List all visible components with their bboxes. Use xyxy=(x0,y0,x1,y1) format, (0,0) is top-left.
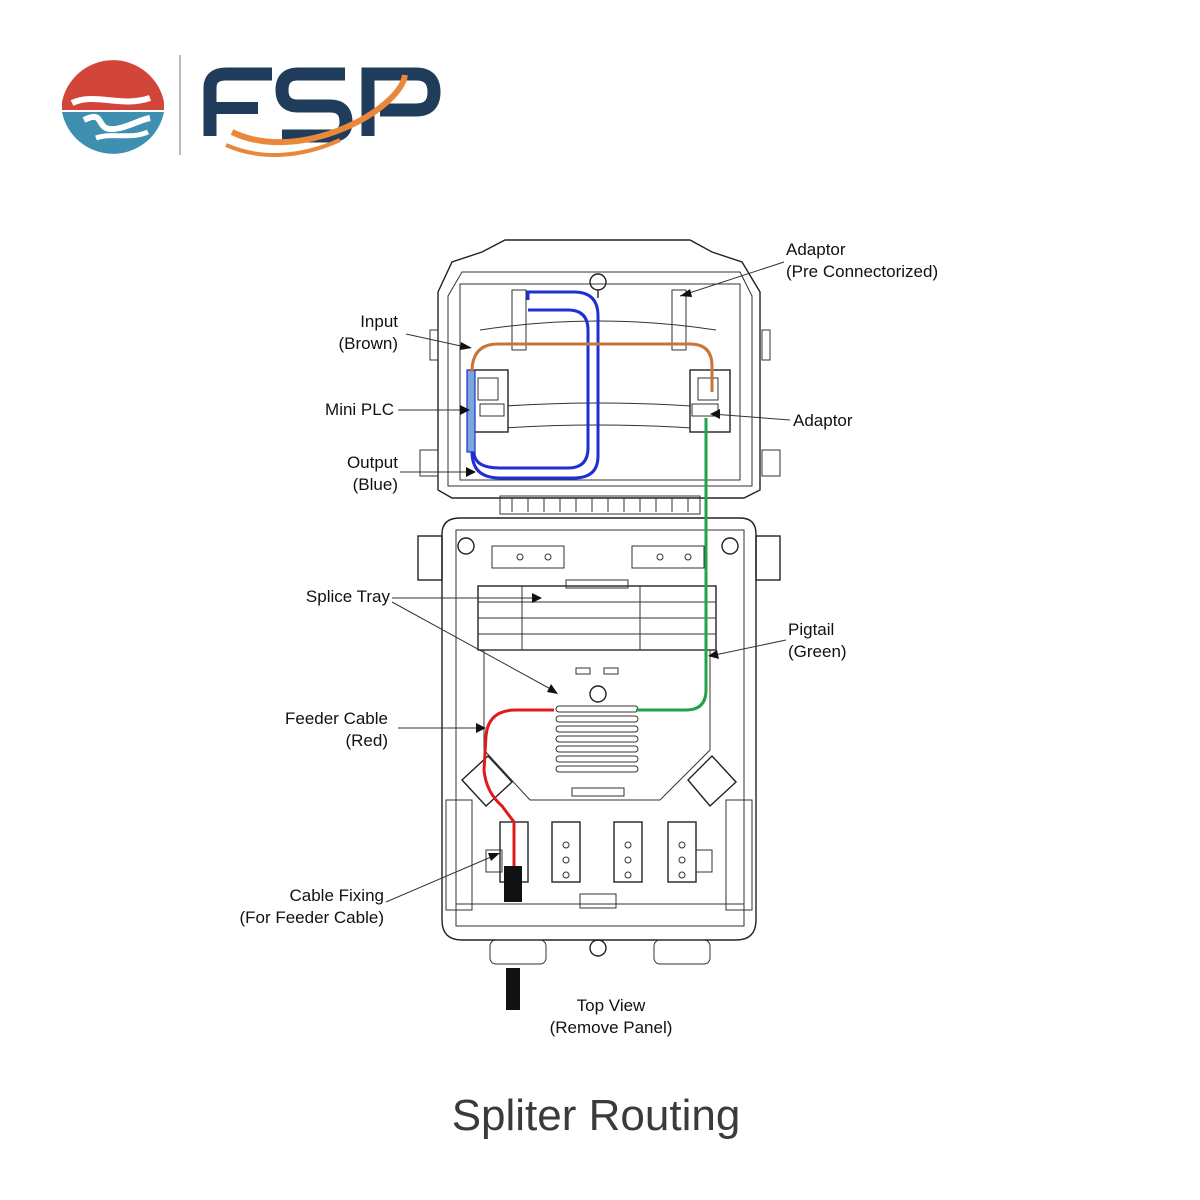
label-pigtail: Pigtail xyxy=(788,620,834,639)
callout-labels: Adaptor (Pre Connectorized) Input (Brown… xyxy=(239,240,938,1037)
cable-fixings xyxy=(485,821,713,883)
label-adaptor-pre-sub: (Pre Connectorized) xyxy=(786,262,938,281)
output-blue-fiber-2 xyxy=(472,308,590,470)
output-blue-fiber-1 xyxy=(470,290,600,480)
label-input-sub: (Brown) xyxy=(338,334,398,353)
input-brown-fiber xyxy=(470,342,714,392)
label-cable-fixing: Cable Fixing xyxy=(290,886,385,905)
label-feeder-cable-sub: (Red) xyxy=(345,731,388,750)
logo-wordmark xyxy=(203,67,441,157)
label-adaptor: Adaptor xyxy=(793,411,853,430)
label-output: Output xyxy=(347,453,398,472)
pigtail-green-fiber xyxy=(636,418,708,712)
label-splice-tray: Splice Tray xyxy=(306,587,391,606)
label-feeder-cable: Feeder Cable xyxy=(285,709,388,728)
label-top-view: Top View xyxy=(577,996,646,1015)
label-adaptor-pre: Adaptor xyxy=(786,240,846,259)
mini-plc-body xyxy=(466,369,476,453)
page-title: Spliter Routing xyxy=(452,1091,741,1140)
fsp-logo xyxy=(62,55,441,157)
feeder-red-fiber xyxy=(482,708,554,866)
label-cable-fixing-sub: (For Feeder Cable) xyxy=(239,908,384,927)
label-pigtail-sub: (Green) xyxy=(788,642,847,661)
label-top-view-sub: (Remove Panel) xyxy=(550,1018,673,1037)
label-mini-plc: Mini PLC xyxy=(325,400,394,419)
label-output-sub: (Blue) xyxy=(353,475,398,494)
splice-sleeves xyxy=(555,705,639,773)
enclosure-body xyxy=(417,517,781,1010)
logo-emblem xyxy=(62,60,164,154)
label-input: Input xyxy=(360,312,398,331)
leader-lines xyxy=(385,261,791,903)
hinge-teeth xyxy=(511,498,689,512)
